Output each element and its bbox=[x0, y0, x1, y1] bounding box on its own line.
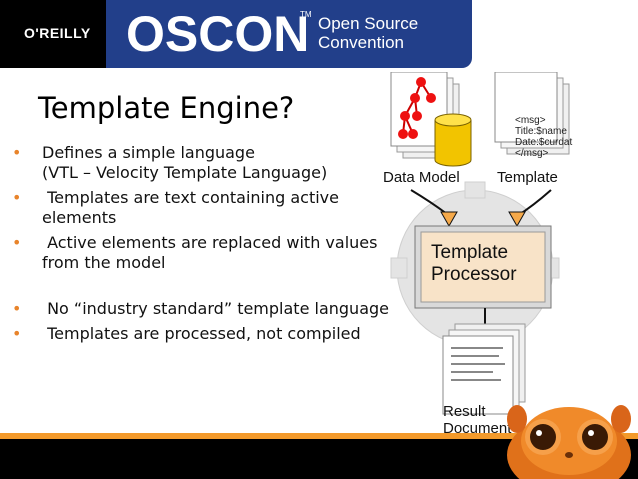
template-processor-box bbox=[414, 225, 552, 309]
bullet-dot-icon: • bbox=[12, 188, 22, 207]
bullet-text-continued: (VTL – Velocity Template Language) bbox=[42, 163, 328, 182]
template-doc-line: <msg> bbox=[515, 115, 546, 126]
bullet-text: Templates are text containing active bbox=[42, 188, 339, 207]
template-doc-line: </msg> bbox=[515, 148, 549, 159]
template-arrowhead-icon bbox=[508, 211, 526, 228]
template-document-icon bbox=[494, 72, 570, 155]
bullet-text: No “industry standard” template language bbox=[42, 299, 389, 318]
tarsier-mascot-icon bbox=[507, 405, 631, 479]
processor-label-line1: Template bbox=[431, 242, 508, 263]
result-label-line1: Result bbox=[443, 403, 486, 420]
conference-subtitle-line1: Open Source bbox=[318, 14, 419, 33]
oreilly-logo: O'REILLY bbox=[24, 25, 91, 41]
slide-title: Template Engine? bbox=[38, 91, 295, 125]
bullet-dot-icon: • bbox=[12, 299, 22, 318]
bullet-dot-icon: • bbox=[12, 233, 22, 252]
bullet-text: Templates are processed, not compiled bbox=[42, 324, 361, 343]
bullet-item: • Defines a simple language (VTL – Veloc… bbox=[12, 143, 397, 183]
bullet-text-continued: from the model bbox=[42, 253, 166, 272]
footer-accent-bar bbox=[0, 433, 638, 439]
conference-subtitle: Open Source Convention bbox=[318, 14, 418, 52]
bullet-item: • Templates are text containing active e… bbox=[12, 188, 397, 228]
bullet-text: Defines a simple language bbox=[42, 143, 255, 162]
result-label-line2: Document bbox=[443, 420, 512, 437]
bullet-dot-icon: • bbox=[12, 143, 22, 162]
oscon-trademark: TM bbox=[300, 10, 312, 19]
data-model-arrowhead-icon bbox=[440, 211, 458, 228]
publisher-banner: O'REILLY bbox=[0, 0, 106, 68]
bullet-item: • Active elements are replaced with valu… bbox=[12, 233, 397, 273]
bullet-text: Active elements are replaced with values bbox=[42, 233, 378, 252]
processor-label-line2: Processor bbox=[431, 264, 517, 285]
template-label: Template bbox=[497, 169, 558, 186]
template-doc-line: Title:$name bbox=[515, 126, 567, 137]
conference-subtitle-line2: Convention bbox=[318, 33, 405, 52]
data-model-label: Data Model bbox=[383, 169, 460, 186]
bullet-item: • No “industry standard” template langua… bbox=[12, 299, 397, 319]
bullet-list: • Defines a simple language (VTL – Veloc… bbox=[12, 143, 397, 349]
template-engine-diagram: Data Model <msg> Title:$name Date:$curda… bbox=[383, 72, 572, 437]
bullet-text-continued: elements bbox=[42, 208, 117, 227]
bullet-item: • Templates are processed, not compiled bbox=[12, 324, 397, 344]
conference-banner: OSCON TM Open Source Convention bbox=[106, 0, 472, 68]
result-document-icon bbox=[442, 323, 526, 415]
data-model-document-icon bbox=[390, 72, 472, 167]
bullet-dot-icon: • bbox=[12, 324, 22, 343]
oscon-logo: OSCON bbox=[126, 6, 310, 62]
template-doc-line: Date:$curdat bbox=[515, 137, 572, 148]
